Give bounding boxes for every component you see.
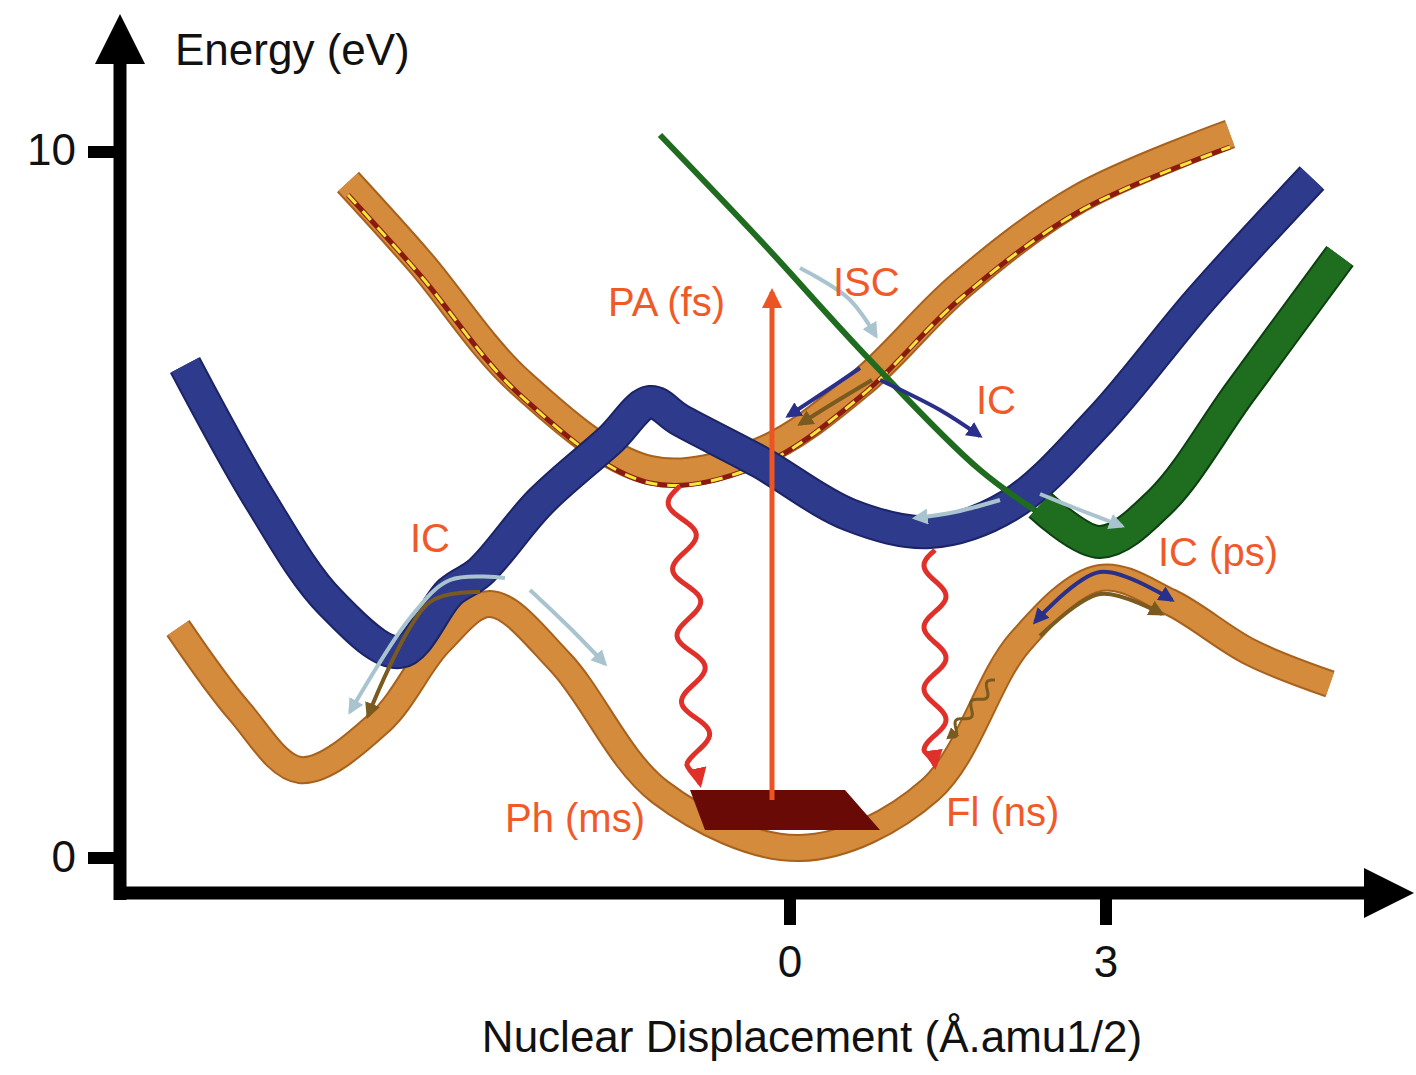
singlet-surface-edge xyxy=(185,178,1312,652)
relaxation-arrow xyxy=(1035,572,1172,622)
process-label: ISC xyxy=(833,262,900,302)
axis-tick xyxy=(784,893,796,925)
relaxation-arrow xyxy=(915,500,1000,518)
process-label: Ph (ms) xyxy=(505,798,645,838)
relaxation-arrow xyxy=(530,590,605,664)
displacement-axis xyxy=(114,887,1370,900)
vibrational-relaxation xyxy=(948,680,995,738)
axis-arrowhead xyxy=(95,14,145,64)
relaxation-arrow xyxy=(368,592,480,716)
tick-label: 10 xyxy=(27,128,76,172)
axis-title: Nuclear Displacement (Å.amu1/2) xyxy=(482,1015,1142,1059)
surfaces xyxy=(178,134,1340,848)
triplet-surface xyxy=(1040,256,1340,542)
relaxation-arrow xyxy=(1040,594,1162,636)
triplet-surface-edge xyxy=(1040,256,1340,542)
axis-tick xyxy=(1100,893,1112,925)
phosphorescence-arrow xyxy=(668,486,709,784)
tick-label: 3 xyxy=(1094,940,1118,984)
axis-tick xyxy=(88,852,120,864)
fluorescence-arrow xyxy=(924,550,946,766)
excitation-arrow xyxy=(770,292,775,800)
tick-label: 0 xyxy=(52,835,76,879)
triplet-surface xyxy=(660,135,1050,520)
ground-population xyxy=(690,790,880,830)
energy-axis xyxy=(114,60,127,900)
process-label: IC (ps) xyxy=(1158,532,1278,572)
process-label: IC xyxy=(410,518,450,558)
process-arrows xyxy=(350,268,1172,800)
axis-tick xyxy=(88,146,120,158)
axis-arrowhead xyxy=(1364,868,1414,918)
tick-label: 0 xyxy=(778,940,802,984)
process-label: Fl (ns) xyxy=(946,792,1059,832)
process-label: IC xyxy=(976,380,1016,420)
axis-title: Energy (eV) xyxy=(175,28,410,72)
process-label: PA (fs) xyxy=(608,282,725,322)
singlet-surface xyxy=(185,178,1312,652)
relaxation-arrow xyxy=(350,576,505,712)
relaxation-arrow xyxy=(1040,494,1122,526)
axes xyxy=(88,14,1414,925)
relaxation-arrow xyxy=(800,380,872,424)
relaxation-arrow xyxy=(880,380,980,436)
